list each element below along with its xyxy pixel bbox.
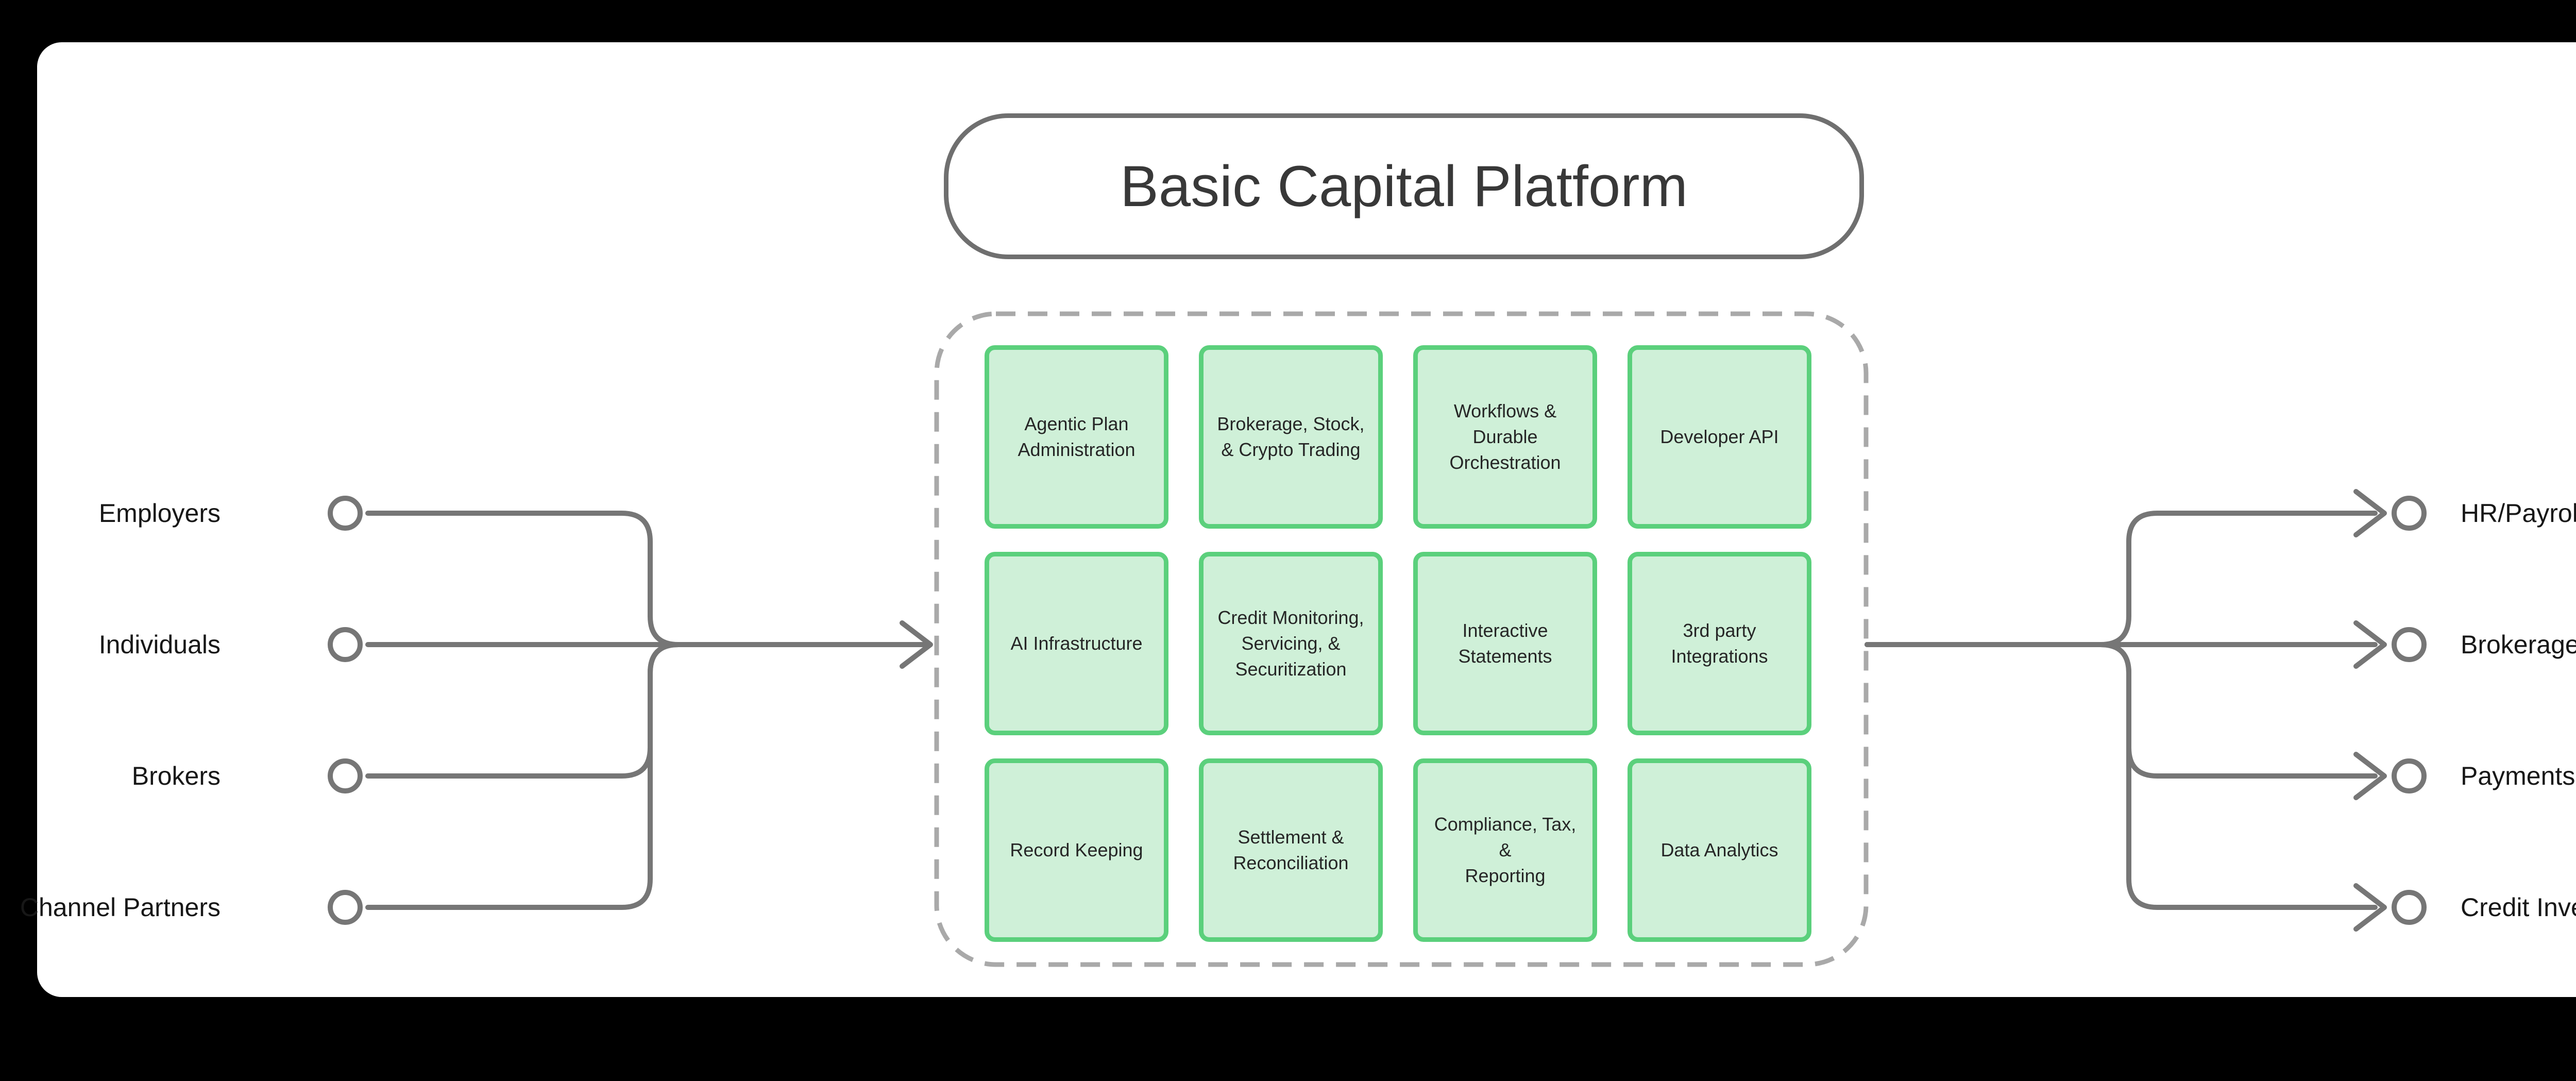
label-payments-settlement-rails: Payments Settlement Rails [2461, 762, 2576, 790]
module-developer-api: Developer API [1628, 345, 1811, 529]
port-circle-channel-partners [328, 890, 363, 925]
module-data-analytics: Data Analytics [1628, 758, 1811, 942]
module-record-keeping: Record Keeping [985, 758, 1168, 942]
connector-payments-rails [1865, 642, 2378, 779]
port-circle-individuals [328, 627, 363, 662]
label-individuals: Individuals [98, 630, 221, 659]
arrow-right-icon [900, 620, 933, 669]
platform-module-grid: Agentic Plan Administration Brokerage, S… [985, 345, 1811, 942]
connector-channel-partners [365, 642, 681, 910]
label-credit-investors: Credit Investors [2461, 893, 2576, 922]
module-3rd-party-integrations: 3rd party Integrations [1628, 552, 1811, 735]
connector-credit-investors [1865, 642, 2378, 910]
port-circle-credit-investors [2392, 890, 2427, 925]
module-interactive-statements: Interactive Statements [1413, 552, 1597, 735]
canvas-card: Basic Capital Platform Agentic Plan Admi… [20, 42, 2576, 997]
connector-layer [328, 311, 2427, 967]
label-hr-payroll-systems: HR/Payroll Systems [2461, 499, 2576, 528]
arrow-right-icon [2353, 489, 2387, 537]
title-pill: Basic Capital Platform [944, 113, 1864, 259]
module-brokerage-stock-crypto-trading: Brokerage, Stock, & Crypto Trading [1199, 345, 1383, 529]
connector-employers [365, 511, 681, 647]
port-circle-brokerage-providers [2392, 627, 2427, 662]
connector-hr-payroll [1865, 511, 2378, 647]
arrow-right-icon [2353, 752, 2387, 800]
module-ai-infrastructure: AI Infrastructure [985, 552, 1168, 735]
module-settlement-reconciliation: Settlement & Reconciliation [1199, 758, 1383, 942]
label-brokerage-providers: Brokerage Providers [2461, 630, 2576, 659]
page-title: Basic Capital Platform [1120, 154, 1688, 218]
platform-dashed-border [934, 311, 1869, 967]
connector-brokers [365, 642, 681, 779]
label-channel-partners: Channel Partners [20, 893, 221, 922]
arrow-right-icon [2353, 883, 2387, 932]
port-circle-payments-rails [2392, 758, 2427, 793]
arrow-right-icon [2353, 620, 2387, 669]
module-workflows-durable-orchestration: Workflows & Durable Orchestration [1413, 345, 1597, 529]
port-circle-hr-payroll [2392, 496, 2427, 531]
module-credit-monitoring-servicing-securitization: Credit Monitoring, Servicing, & Securiti… [1199, 552, 1383, 735]
label-employers: Employers [98, 499, 221, 528]
module-agentic-plan-administration: Agentic Plan Administration [985, 345, 1168, 529]
label-brokers: Brokers [131, 762, 221, 790]
port-circle-employers [328, 496, 363, 531]
port-circle-brokers [328, 758, 363, 793]
module-compliance-tax-reporting: Compliance, Tax, & Reporting [1413, 758, 1597, 942]
